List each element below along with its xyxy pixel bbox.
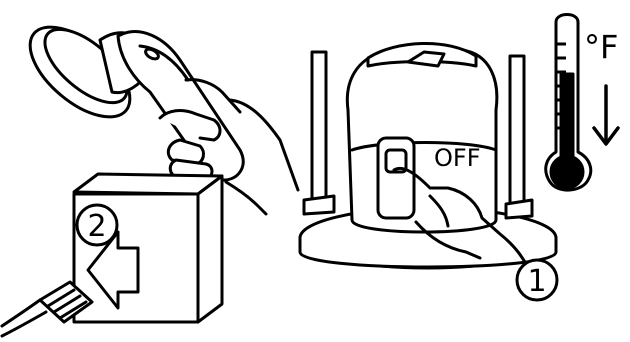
clip-right xyxy=(506,200,532,218)
clip-left xyxy=(304,196,334,214)
thermometer-bulb xyxy=(551,156,583,188)
support-pole-left xyxy=(312,52,326,202)
wall-socket xyxy=(74,174,222,322)
support-pole-right xyxy=(510,56,524,206)
socket-side-face xyxy=(198,176,222,322)
degree-fahrenheit-label: °F xyxy=(584,28,618,66)
step-1-number: 1 xyxy=(527,264,546,299)
step-2-number: 2 xyxy=(87,209,106,244)
off-label: OFF xyxy=(434,144,481,172)
step-1-badge: 1 xyxy=(517,260,557,300)
step-2-badge: 2 xyxy=(77,205,117,245)
